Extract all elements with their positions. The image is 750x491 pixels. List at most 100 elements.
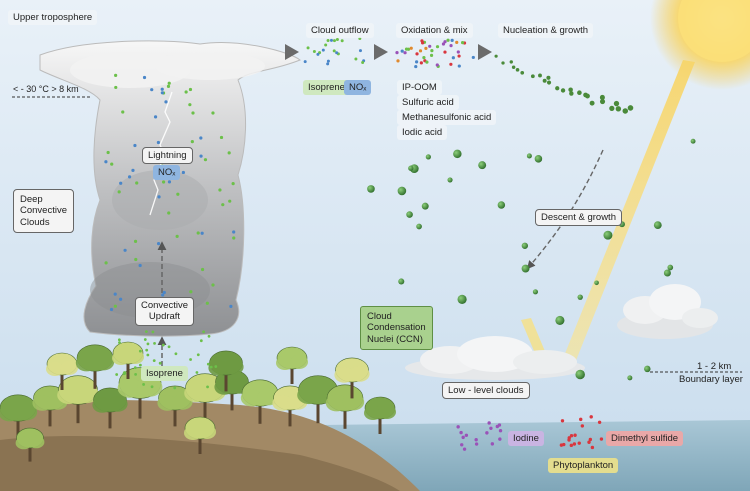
mix-particle [396, 59, 400, 63]
storm-particle [153, 115, 158, 119]
mix-particle [457, 64, 461, 68]
isoprene-particle [146, 342, 150, 346]
dms-particle [589, 415, 593, 419]
storm-particle [161, 180, 166, 184]
mix-particle [457, 54, 461, 58]
outflow-particle [316, 52, 320, 56]
label-lightning: Lightning [142, 147, 193, 165]
storm-particle [228, 199, 232, 203]
outflow-particle [358, 49, 362, 53]
isoprene-particle [115, 373, 119, 376]
storm-particle [221, 203, 225, 207]
label-nox-storm: NOₓ [153, 165, 181, 181]
product-2: Methanesulfonic acid [397, 110, 497, 126]
outflow-particle [306, 46, 310, 50]
isoprene-particle [133, 366, 137, 370]
storm-particle [199, 154, 203, 158]
storm-particle [181, 170, 185, 175]
growth-particle [599, 94, 605, 100]
mix-particle [409, 46, 413, 50]
storm-particle [121, 110, 125, 114]
storm-particle [196, 231, 200, 235]
particles [104, 37, 696, 451]
descending-particle [555, 315, 565, 325]
descending-particle [534, 155, 543, 163]
storm-particle [191, 111, 195, 115]
mix-particle [428, 44, 432, 48]
storm-particle [134, 257, 138, 262]
low-level-cloud [405, 336, 585, 380]
iodine-particle [460, 443, 464, 447]
tree [46, 352, 78, 390]
label-oxidation-mix: Oxidation & mix [396, 23, 473, 39]
storm-particle [203, 158, 208, 162]
flow-arrow-3 [478, 44, 492, 60]
growth-particle [520, 70, 525, 75]
mix-particle [420, 39, 424, 43]
label-isoprene-surface: Isoprene [141, 366, 188, 382]
storm-particle [199, 136, 203, 140]
flow-arrow-1 [285, 44, 299, 60]
storm-particle [166, 84, 171, 88]
descending-particle [521, 264, 530, 273]
iodine-particle [456, 425, 460, 429]
outflow-particle [335, 51, 339, 55]
isoprene-particle [209, 365, 213, 369]
storm-particle [175, 234, 179, 238]
label-phytoplankton: Phytoplankton [548, 458, 619, 474]
iodine-particle [462, 447, 467, 451]
growth-particle [546, 75, 551, 80]
mix-particle [406, 47, 411, 51]
storm-particle [160, 91, 164, 95]
mix-particle [449, 44, 453, 48]
tree [184, 416, 216, 454]
storm-particle [219, 135, 224, 140]
outflow-particle [332, 39, 336, 43]
isoprene-particle [146, 353, 150, 357]
isoprene-particle [142, 383, 145, 386]
isoprene-particle [138, 349, 142, 353]
mix-particle [435, 45, 440, 49]
label-boundary-layer: Boundary layer [679, 374, 743, 385]
storm-particle [119, 297, 123, 301]
tree [276, 346, 308, 384]
label-ccn: Cloud Condensation Nuclei (CCN) [360, 306, 433, 351]
mix-particle [443, 40, 447, 44]
descending-particle [416, 223, 422, 230]
isoprene-particle [195, 371, 199, 374]
storm-particle [104, 160, 108, 164]
isoprene-particle [145, 348, 149, 352]
descending-particle [644, 365, 651, 373]
storm-particle [200, 267, 205, 272]
outflow-particle [312, 50, 316, 54]
outflow-particle [340, 39, 344, 43]
outflow-particle [354, 57, 358, 61]
label-low-level-clouds: Low - level clouds [442, 382, 530, 400]
isoprene-particle [173, 386, 177, 390]
dms-particle [590, 445, 595, 450]
storm-particle [188, 87, 193, 92]
storm-particle [200, 231, 204, 235]
storm-particle [133, 239, 138, 243]
mix-particle [430, 49, 434, 53]
storm-particle [205, 301, 209, 305]
mix-particle [455, 40, 459, 44]
storm-particle [117, 190, 121, 194]
product-1: Sulfuric acid [397, 95, 459, 111]
mix-particle [449, 62, 453, 66]
descending-particle [603, 230, 613, 240]
isoprene-particle [206, 385, 209, 389]
mix-particle [424, 46, 428, 50]
tree [334, 357, 370, 399]
storm-particle [110, 162, 114, 166]
storm-particle [114, 85, 118, 90]
label-nucleation-growth: Nucleation & growth [498, 23, 594, 39]
storm-particle [227, 151, 231, 155]
descending-particle [406, 211, 413, 218]
growth-particle [515, 68, 520, 72]
mix-particle [471, 55, 475, 60]
storm-particle [142, 75, 147, 80]
label-cloud-outflow: Cloud outflow [306, 23, 374, 39]
storm-particle [229, 304, 233, 308]
iodine-particle [474, 442, 479, 446]
